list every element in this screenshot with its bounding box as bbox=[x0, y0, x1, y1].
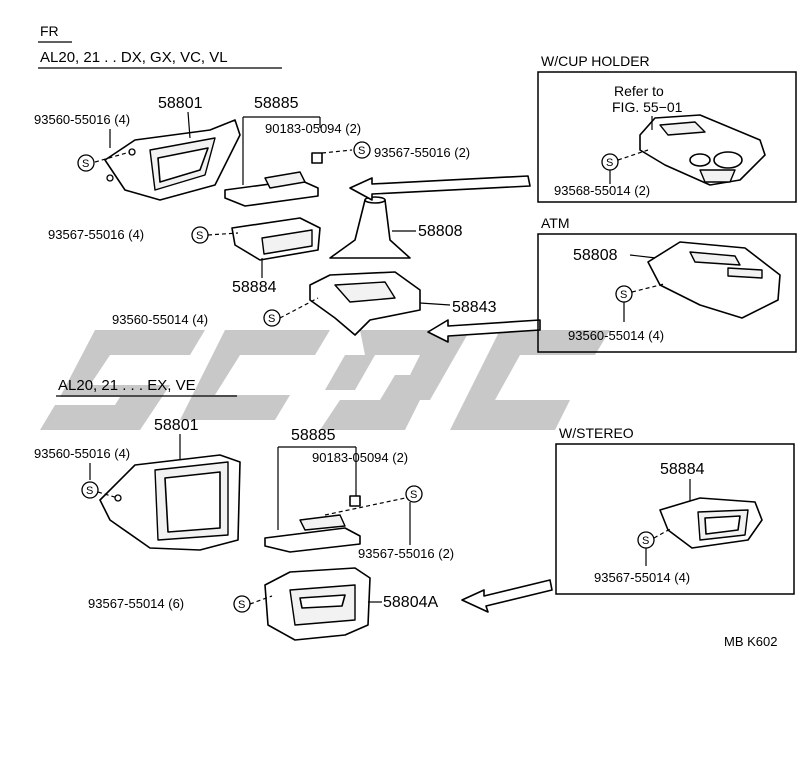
part-58808-atm-panel bbox=[647, 241, 781, 319]
svg-text:S: S bbox=[196, 230, 203, 242]
svg-text:S: S bbox=[268, 313, 275, 325]
label-58884-g1: 58884 bbox=[232, 279, 277, 296]
part-58884-pocket-g1 bbox=[231, 217, 321, 261]
inset-atm-box bbox=[537, 233, 797, 353]
label-58885-g1: 58885 bbox=[254, 95, 299, 112]
svg-text:S: S bbox=[410, 489, 417, 501]
refer-line2: FIG. 55−01 bbox=[612, 99, 683, 115]
inset-stereo-title: W/STEREO bbox=[559, 425, 634, 441]
label-58884-stereo: 58884 bbox=[660, 461, 705, 478]
part-cup-holder bbox=[639, 114, 766, 186]
part-58804A-box-g2 bbox=[264, 567, 371, 641]
part-58885-holder-g1 bbox=[224, 152, 323, 207]
svg-text:S: S bbox=[620, 289, 627, 301]
label-58804A-g2: 58804A bbox=[383, 594, 438, 611]
label-58801-g1: 58801 bbox=[158, 95, 203, 112]
label-93567-55014-g2: 93567-55014 (6) bbox=[88, 596, 184, 611]
label-58885-g2: 58885 bbox=[291, 427, 336, 444]
arrow-from-atm bbox=[427, 319, 541, 343]
label-58808-g1: 58808 bbox=[418, 223, 463, 240]
part-58843-panel-g1 bbox=[309, 271, 421, 336]
screw-symbol bbox=[77, 154, 95, 172]
label-93567-stereo: 93567-55014 (4) bbox=[594, 570, 690, 585]
inset-cup-holder-title: W/CUP HOLDER bbox=[541, 53, 650, 69]
svg-text:S: S bbox=[238, 599, 245, 611]
svg-text:S: S bbox=[642, 535, 649, 547]
label-93560-55016-g1: 93560-55016 (4) bbox=[34, 112, 130, 127]
leader-58801-g1 bbox=[187, 111, 191, 139]
screw-symbol bbox=[405, 485, 423, 503]
refer-line1: Refer to bbox=[614, 83, 664, 99]
label-93567-55016-g1-left: 93567-55016 (4) bbox=[48, 227, 144, 242]
bracket-58885-g2 bbox=[277, 446, 357, 530]
screw-symbol-label: S bbox=[82, 158, 89, 170]
label-58801-g2: 58801 bbox=[154, 417, 199, 434]
label-58843-g1: 58843 bbox=[452, 299, 497, 316]
inset-cup-holder-box bbox=[537, 71, 797, 203]
label-90183-g2: 90183-05094 (2) bbox=[312, 450, 408, 465]
label-93568-cup: 93568-55014 (2) bbox=[554, 183, 650, 198]
label-93560-g2: 93560-55016 (4) bbox=[34, 446, 130, 461]
arrow-from-stereo bbox=[461, 579, 553, 613]
group1-header: AL20, 21 . . DX, GX, VC, VL bbox=[40, 49, 228, 66]
arrow-from-cup-holder bbox=[349, 175, 531, 201]
part-58801-bezel-g1 bbox=[104, 119, 241, 201]
part-58808-boot-g1 bbox=[329, 196, 411, 259]
label-93560-55014-g1: 93560-55014 (4) bbox=[112, 312, 208, 327]
screw-symbol bbox=[353, 141, 371, 159]
part-58801-bezel-g2 bbox=[99, 454, 241, 551]
fr-label: FR bbox=[40, 23, 59, 39]
svg-text:S: S bbox=[358, 145, 365, 157]
label-58808-atm: 58808 bbox=[573, 247, 618, 264]
label-90183-g1: 90183-05094 (2) bbox=[265, 121, 361, 136]
part-58884-stereo-pocket bbox=[659, 497, 763, 549]
screw-symbol bbox=[81, 481, 99, 499]
label-93567-55016-g1-right: 93567-55016 (2) bbox=[374, 145, 470, 160]
part-58885-holder-g2 bbox=[264, 495, 361, 553]
label-93560-atm: 93560-55014 (4) bbox=[568, 328, 664, 343]
label-93567-55016-g2: 93567-55016 (2) bbox=[358, 546, 454, 561]
inset-atm-title: ATM bbox=[541, 215, 570, 231]
bracket-58885-g1 bbox=[242, 116, 321, 185]
watermark-logo bbox=[40, 330, 610, 430]
inset-stereo-box bbox=[555, 443, 795, 595]
leader-58843-g1 bbox=[419, 302, 451, 306]
group2-header: AL20, 21 . . . EX, VE bbox=[58, 377, 196, 394]
svg-text:S: S bbox=[606, 157, 613, 169]
page-code: MB K602 bbox=[724, 634, 777, 649]
svg-text:S: S bbox=[86, 485, 93, 497]
